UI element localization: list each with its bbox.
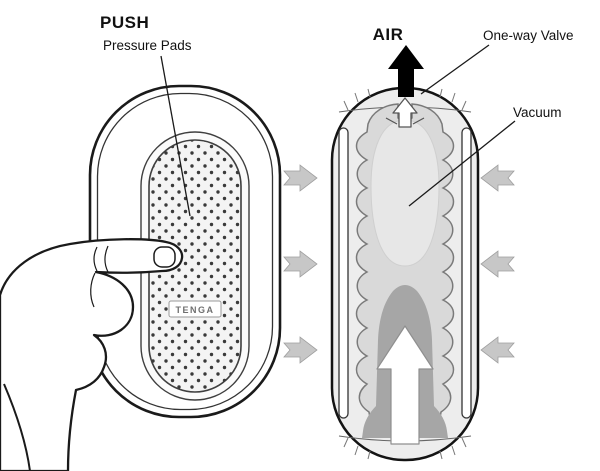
case-wall-right [461, 127, 472, 419]
index-fingernail [153, 246, 176, 268]
upward-flow-arrow-icon [376, 325, 434, 445]
inward-arrows [283, 164, 515, 364]
finger-crease-1 [93, 246, 98, 272]
pressure-pads-label: Pressure Pads [103, 38, 192, 53]
cross-section-figure [330, 86, 480, 462]
inward-arrow-icon [283, 164, 318, 192]
hand-illustration [0, 238, 184, 471]
vacuum-label: Vacuum [513, 105, 562, 120]
case-wall-left [338, 127, 349, 419]
valve-flap-lines [385, 117, 425, 125]
wrist-line [3, 383, 31, 471]
inward-arrow-icon [480, 250, 515, 278]
tenga-logo-box [168, 300, 222, 318]
inward-arrow-icon [480, 336, 515, 364]
one-way-valve-label: One-way Valve [483, 28, 574, 43]
cap-hatch-marks [343, 88, 467, 460]
tenga-logo-text: TENGA [176, 305, 215, 315]
one-way-valve-leader-line [420, 44, 490, 95]
inward-arrow-icon [283, 336, 318, 364]
air-arrow-icon [388, 45, 424, 97]
inward-arrow-icon [283, 250, 318, 278]
pressure-pads-leader-line [160, 55, 191, 217]
air-label: AIR [373, 25, 404, 44]
finger-crease-3 [90, 272, 96, 308]
hand-outline [0, 238, 184, 471]
one-way-valve-icon [392, 97, 418, 128]
push-label: PUSH [100, 13, 149, 32]
vacuum-chamber [370, 119, 440, 267]
vacuum-leader-line [408, 120, 516, 207]
device-front-figure: TENGA [88, 84, 282, 419]
finger-crease-2 [104, 245, 109, 273]
inward-arrow-icon [480, 164, 515, 192]
